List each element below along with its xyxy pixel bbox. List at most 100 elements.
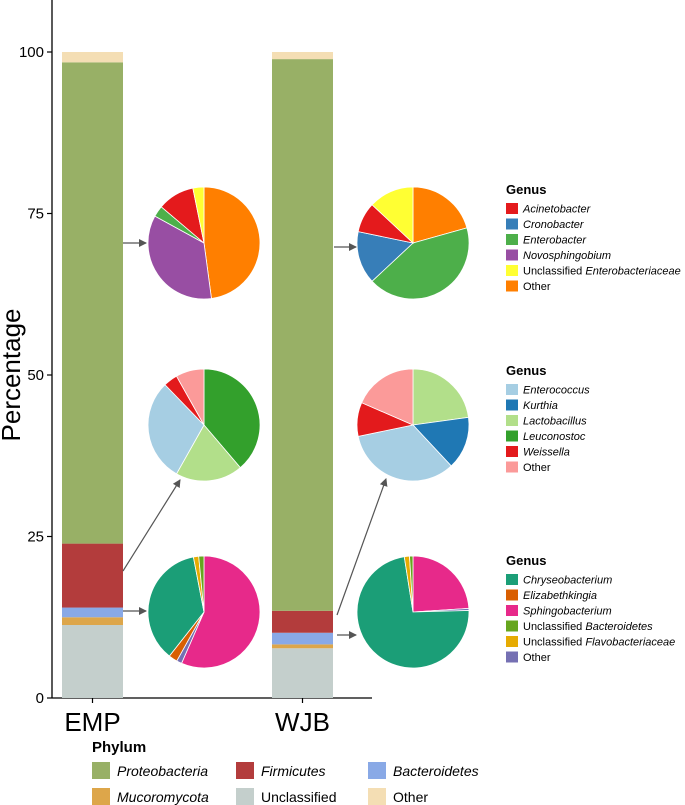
legend-swatch-unclassified-flavobacteriaceae (506, 636, 518, 647)
connector-arrows (122, 239, 388, 639)
stacked-bars (62, 52, 333, 698)
bar-wjb-bacteroidetes (272, 632, 333, 645)
bar-emp-firmicutes (62, 543, 123, 608)
pie-slice-proteobacteria-wjb-enterobacter (371, 227, 470, 300)
genus-legend-title: Genus (506, 363, 546, 378)
genus-legend-bacteroidetes: GenusChryseobacteriumElizabethkingiaSphi… (506, 553, 675, 664)
phylum-swatch-other (368, 788, 386, 805)
pie-slice-bacteroidetes-wjb-sphingobacterium (412, 555, 470, 613)
phylum-swatch-unclassified (236, 788, 254, 805)
legend-label-novosphingobium: Novosphingobium (523, 250, 611, 262)
bar-wjb-proteobacteria (272, 59, 333, 611)
phylum-label-mucoromycota: Mucoromycota (117, 789, 209, 805)
pie-slice-firmicutes-emp-leuconostoc (203, 368, 261, 469)
y-tick-label-75: 75 (27, 206, 44, 223)
pie-slice-bacteroidetes-emp-chryseobacterium (147, 556, 205, 657)
pie-slice-firmicutes-wjb-kurthia (412, 416, 470, 467)
legend-label-kurthia: Kurthia (523, 400, 558, 412)
bar-emp-unclassified (62, 625, 123, 698)
legend-swatch-unclassified-bacteroidetes (506, 620, 518, 632)
phylum-legend-title: Phylum (92, 739, 146, 756)
pie-slice-proteobacteria-emp-novosphingobium (147, 215, 212, 300)
legend-swatch-unclassified-enterobacteriaceae (506, 265, 518, 276)
pie-slice-bacteroidetes-wjb-chryseobacterium (356, 556, 470, 669)
bar-wjb-firmicutes (272, 610, 333, 633)
pie-insets (147, 186, 470, 669)
pie-slice-proteobacteria-wjb-unclassified-enterobacteriaceae (371, 186, 414, 244)
pie-slice-proteobacteria-emp-other (203, 186, 261, 299)
legend-label-other: Other (523, 281, 551, 293)
pie-slice-firmicutes-emp-other (175, 368, 205, 427)
pie-slice-bacteroidetes-wjb-unclassified-bacteroidetes (409, 555, 414, 613)
legend-label-enterococcus: Enterococcus (523, 385, 590, 397)
legend-label-lactobacillus: Lactobacillus (523, 416, 587, 428)
legend-swatch-acinetobacter (506, 203, 518, 214)
bar-wjb-other (272, 52, 333, 60)
pie-slice-firmicutes-wjb-lactobacillus (412, 368, 469, 426)
phylum-label-unclassified: Unclassified (261, 789, 336, 805)
phylum-swatch-firmicutes (236, 762, 254, 779)
phylum-label-firmicutes: Firmicutes (261, 763, 326, 779)
phylum-label-proteobacteria: Proteobacteria (117, 763, 208, 779)
phylum-label-bacteroidetes: Bacteroidetes (393, 763, 479, 779)
genus-legend-proteobacteria: GenusAcinetobacterCronobacterEnterobacte… (506, 182, 681, 293)
genus-legend-title: Genus (506, 182, 546, 197)
legend-swatch-chryseobacterium (506, 574, 518, 585)
legend-swatch-leuconostoc (506, 430, 518, 442)
legend-label-enterobacter: Enterobacter (523, 235, 587, 247)
phylum-swatch-mucoromycota (92, 788, 110, 805)
pie-slice-firmicutes-emp-lactobacillus (175, 424, 241, 482)
legend-label-other: Other (523, 652, 551, 664)
bar-emp-other (62, 52, 123, 63)
legend-label-acinetobacter: Acinetobacter (522, 204, 592, 216)
pie-slice-firmicutes-wjb-other (361, 368, 414, 426)
pie-slice-bacteroidetes-emp-unclassified-bacteroidetes (198, 555, 205, 613)
legend-label-other: Other (523, 462, 551, 474)
pie-slice-proteobacteria-emp-unclassified-enterobacteriaceae (192, 186, 205, 244)
arrow-3 (122, 479, 181, 572)
phylum-swatch-proteobacteria (92, 762, 110, 779)
legend-swatch-kurthia (506, 399, 518, 411)
legend-label-weissella: Weissella (523, 447, 570, 459)
y-tick-label-100: 100 (19, 44, 44, 61)
pie-slice-proteobacteria-wjb-cronobacter (356, 231, 414, 282)
legend-swatch-enterobacter (506, 234, 518, 245)
genus-legend-firmicutes: GenusEnterococcusKurthiaLactobacillusLeu… (506, 363, 590, 474)
legend-swatch-enterococcus (506, 384, 518, 395)
legend-swatch-novosphingobium (506, 249, 518, 261)
bar-emp-mucoromycota (62, 617, 123, 626)
legend-swatch-lactobacillus (506, 415, 518, 426)
phylum-label-other: Other (393, 789, 428, 805)
legend-label-unclassified-flavobacteriaceae: Unclassified Flavobacteriaceae (523, 637, 675, 649)
legend-label-elizabethkingia: Elizabethkingia (523, 590, 597, 602)
legend-swatch-other (506, 280, 518, 292)
pie-slice-firmicutes-wjb-enterococcus (357, 424, 452, 482)
bar-emp-proteobacteria (62, 62, 123, 544)
arrow-4 (336, 478, 388, 616)
legend-swatch-weissella (506, 446, 518, 457)
legend-swatch-other (506, 461, 518, 473)
bar-wjb-mucoromycota (272, 644, 333, 649)
legend-label-chryseobacterium: Chryseobacterium (523, 575, 612, 587)
genus-legends: GenusAcinetobacterCronobacterEnterobacte… (506, 182, 681, 664)
legend-label-sphingobacterium: Sphingobacterium (523, 606, 612, 618)
x-tick-label-wjb: WJB (275, 707, 330, 737)
y-tick-label-0: 0 (36, 690, 44, 707)
legend-swatch-sphingobacterium (506, 605, 518, 616)
y-axis-label: Percentage (0, 309, 26, 442)
genus-legend-title: Genus (506, 553, 546, 568)
pie-slice-proteobacteria-wjb-other (412, 186, 468, 244)
pie-slice-firmicutes-emp-enterococcus (147, 384, 205, 475)
legend-swatch-other (506, 651, 518, 663)
legend-label-unclassified-bacteroidetes: Unclassified Bacteroidetes (523, 621, 653, 633)
legend-swatch-elizabethkingia (506, 589, 518, 601)
legend-label-unclassified-enterobacteriaceae: Unclassified Enterobacteriaceae (523, 266, 681, 278)
legend-swatch-cronobacter (506, 218, 518, 230)
bar-emp-bacteroidetes (62, 607, 123, 618)
phylum-swatch-bacteroidetes (368, 762, 386, 779)
x-tick-label-emp: EMP (64, 707, 120, 737)
legend-label-leuconostoc: Leuconostoc (523, 431, 586, 443)
